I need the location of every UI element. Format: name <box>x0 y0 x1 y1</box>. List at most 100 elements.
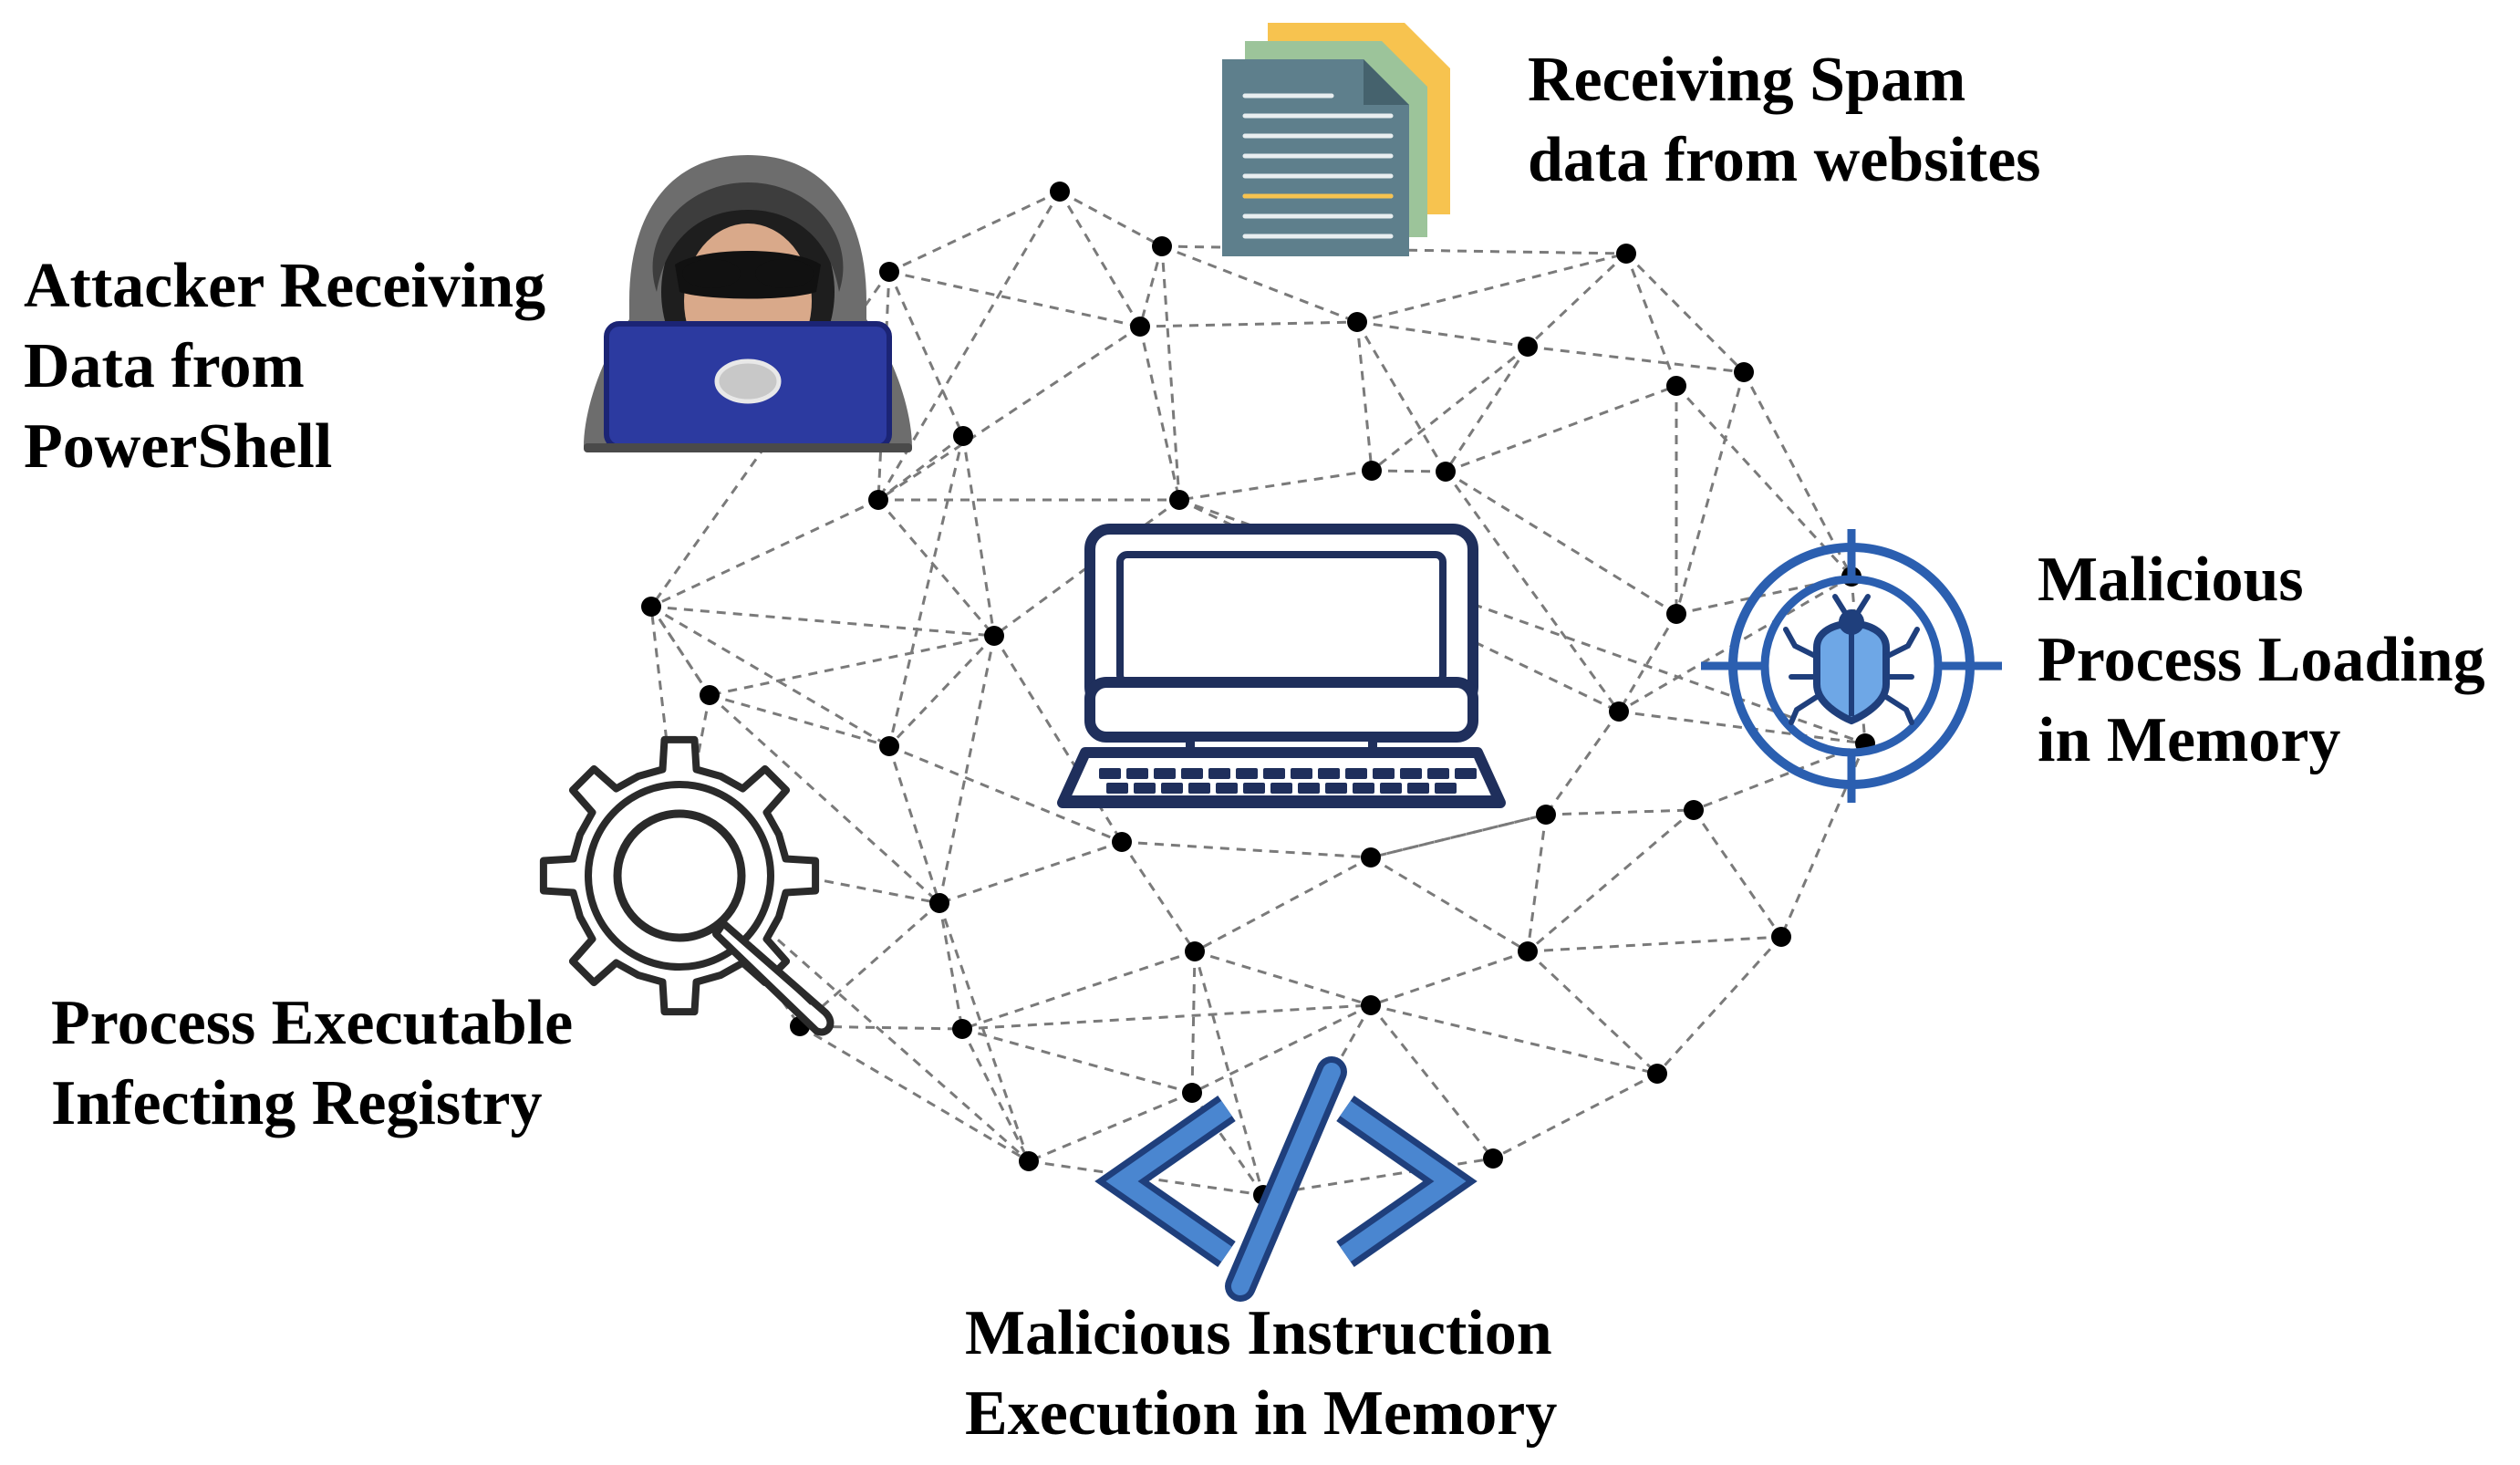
network-edge <box>1138 326 1181 501</box>
keyboard-key <box>1325 783 1347 794</box>
network-edge <box>1193 951 1265 1196</box>
network-node <box>1684 800 1704 820</box>
desktop-computer-icon <box>1057 524 1506 808</box>
network-node <box>1169 490 1189 510</box>
network-edge <box>1370 1003 1658 1075</box>
network-edge <box>1492 1072 1658 1160</box>
network-node <box>1616 244 1636 264</box>
network-edge <box>1370 950 1529 1007</box>
bug-target-icon <box>1701 529 2002 803</box>
keyboard-key <box>1318 768 1340 779</box>
network-edge <box>1675 384 1853 578</box>
keyboard-key <box>1400 768 1422 779</box>
gear-magnifier-icon <box>539 735 835 1036</box>
network-edge <box>1120 841 1197 952</box>
network-edge <box>1138 245 1164 327</box>
network-edge <box>939 840 1123 905</box>
network-edge <box>1371 345 1529 473</box>
network-edge <box>1624 252 1746 374</box>
network-node <box>1130 317 1150 337</box>
network-node <box>1536 805 1556 825</box>
network-edge <box>877 434 964 502</box>
network-edge <box>876 499 996 637</box>
attacker-label-line-2: Data from <box>24 331 305 401</box>
network-edge <box>1675 371 1746 615</box>
network-edge <box>1544 711 1621 816</box>
network-node <box>953 426 973 446</box>
network-edge <box>1526 252 1628 348</box>
network-edge <box>1445 470 1677 616</box>
keyboard-key <box>1106 783 1128 794</box>
network-edge <box>961 1003 1372 1031</box>
network-node <box>641 597 661 617</box>
network-edge <box>1526 814 1548 952</box>
keyboard-key <box>1455 768 1477 779</box>
process-loading-label: Malicious Process Loading in Memory <box>2038 540 2485 781</box>
process-loading-label-line-3: in Memory <box>2038 705 2341 775</box>
network-edge <box>1191 1003 1372 1095</box>
network-node <box>1647 1064 1667 1084</box>
registry-label-line-1: Process Executable <box>51 988 574 1058</box>
keyboard-key <box>1263 768 1285 779</box>
network-edge <box>1444 471 1621 712</box>
keyboard-key <box>1291 768 1312 779</box>
network-edge <box>1262 1157 1494 1197</box>
keyboard-key <box>1188 783 1210 794</box>
keyboard-key <box>1236 768 1258 779</box>
network-edge <box>993 498 1180 638</box>
network-edge <box>1624 253 1678 387</box>
network-edge <box>1655 935 1783 1075</box>
network-node <box>879 262 899 282</box>
network-edge <box>1445 384 1677 473</box>
network-edge <box>888 744 1123 844</box>
network-node <box>1152 236 1172 256</box>
network-edge <box>887 271 965 437</box>
process-loading-label-line-2: Process Loading <box>2038 625 2485 695</box>
attacker-label-line-1: Attacker Receiving <box>24 251 546 321</box>
keyboard-key <box>1134 783 1156 794</box>
keyboard-key <box>1407 783 1429 794</box>
network-edge <box>877 325 1141 502</box>
network-edge <box>679 851 1030 1163</box>
network-node <box>1666 376 1686 396</box>
network-edge <box>649 606 711 696</box>
network-edge <box>1527 808 1695 953</box>
keyboard-key <box>1380 783 1402 794</box>
network-edge <box>1058 191 1142 327</box>
network-node <box>1518 337 1538 357</box>
network-edge <box>650 605 890 748</box>
keyboard-key <box>1126 768 1148 779</box>
keyboard-key <box>1161 783 1183 794</box>
network-node <box>1185 941 1205 961</box>
network-edge <box>1190 951 1197 1094</box>
network-edge <box>1028 1091 1193 1163</box>
network-edge <box>1371 469 1447 473</box>
network-node <box>1609 701 1629 722</box>
keyboard-key <box>1243 783 1265 794</box>
network-edge <box>1370 813 1547 859</box>
keyboard-key <box>1181 768 1203 779</box>
keyboard-key <box>1353 783 1374 794</box>
network-edge <box>887 745 941 904</box>
network-edge <box>1370 856 1529 953</box>
network-edge <box>887 435 965 747</box>
network-node <box>1347 312 1367 332</box>
keyboard-key <box>1373 768 1395 779</box>
network-edge <box>1617 613 1678 712</box>
instruction-label: Malicious Instruction Execution in Memor… <box>965 1294 1557 1454</box>
network-edge <box>1356 252 1627 324</box>
network-edge <box>1742 371 1853 577</box>
network-edge <box>650 498 879 608</box>
keyboard-key <box>1216 783 1238 794</box>
network-node <box>929 893 949 913</box>
network-edge <box>1356 320 1529 348</box>
network-edge <box>799 1024 1030 1163</box>
network-edge <box>1444 346 1530 473</box>
network-node <box>1771 927 1791 947</box>
keyboard-key <box>1427 768 1449 779</box>
network-node <box>1483 1148 1503 1169</box>
network-edge <box>1692 809 1783 938</box>
network-edge <box>1527 345 1745 374</box>
network-node <box>1518 941 1538 961</box>
